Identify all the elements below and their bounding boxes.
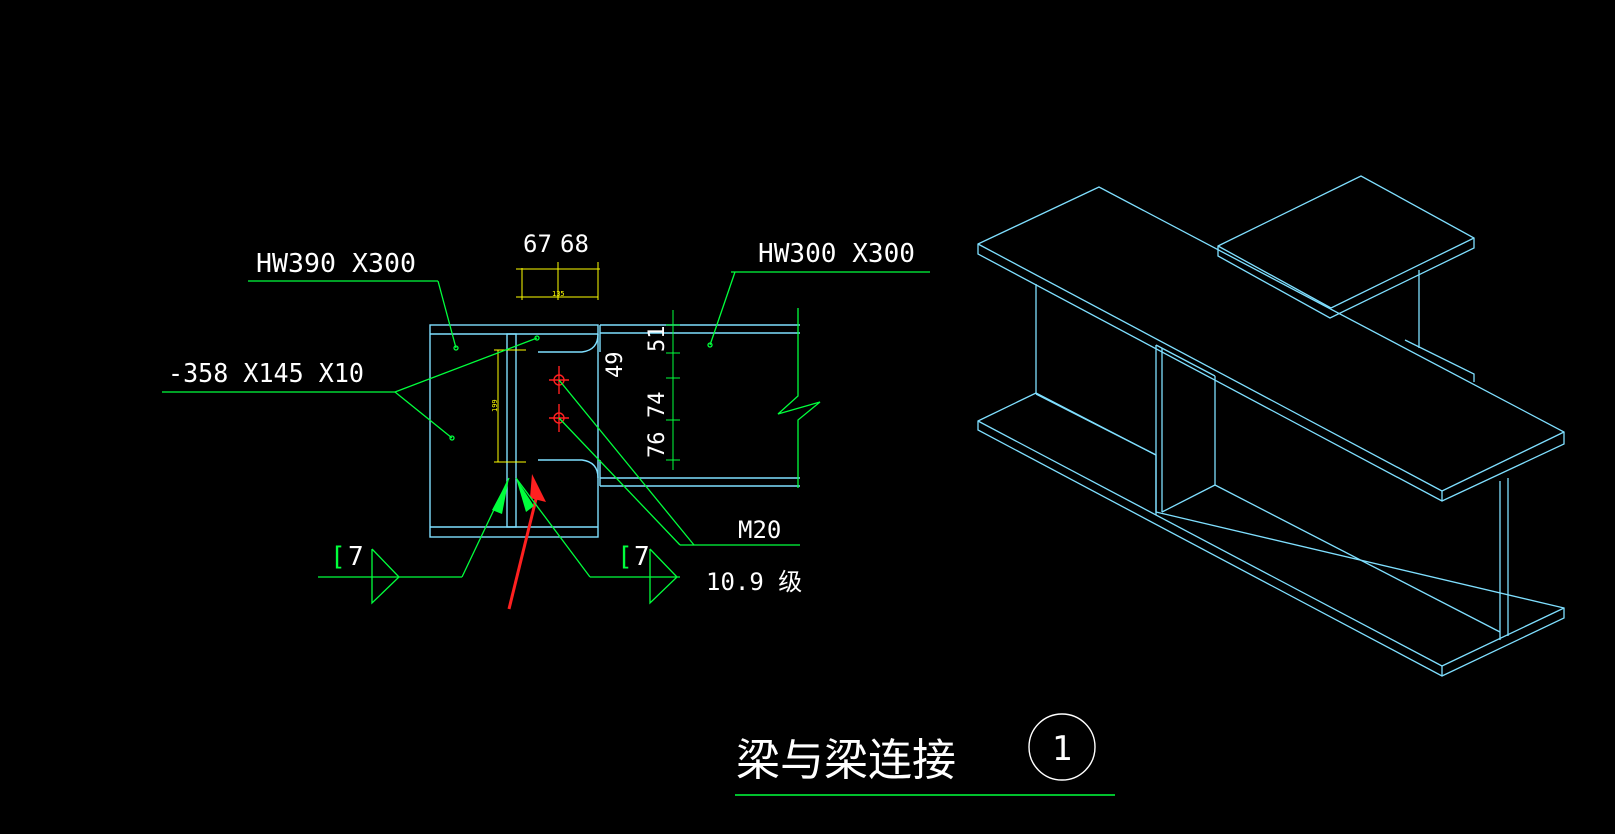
weld-right-bracket: [ — [617, 542, 633, 572]
leader-dot-4 — [707, 342, 713, 348]
drawing-title: 梁与梁连接 — [736, 735, 956, 786]
leader-bolt-1 — [558, 379, 695, 546]
weld-right-arrow — [515, 477, 591, 578]
leader-hw300 — [709, 271, 736, 346]
label-plate: -358 X145 X10 — [168, 359, 364, 389]
dim-68: 68 — [560, 230, 589, 258]
dim-51: 51 — [645, 326, 670, 353]
dim-74: 74 — [645, 392, 670, 419]
weld-right-size: 7 — [634, 542, 650, 572]
detail-number-circle — [1028, 713, 1096, 781]
plate-height-dimension — [494, 349, 526, 463]
weld-left-bracket: [ — [330, 542, 346, 572]
leader-plate-b — [394, 391, 453, 439]
beam-connection-detail: 199 135 67 68 49 51 74 76 — [162, 230, 930, 610]
weld-right-flag — [649, 548, 678, 605]
leader-plate-a — [394, 337, 538, 393]
weld-left-size: 7 — [348, 542, 364, 572]
leader-dot-3 — [449, 435, 455, 441]
top-cope — [538, 333, 599, 353]
bottom-cope — [538, 459, 599, 479]
dim-67: 67 — [523, 230, 552, 258]
label-bolt-size: M20 — [738, 516, 781, 544]
leader-bolt-2 — [558, 417, 681, 546]
label-bolt-grade: 10.9 级 — [706, 568, 802, 596]
main-beam-bottom-flange-3d — [977, 392, 1565, 677]
leader-dot-2 — [534, 335, 540, 341]
label-hw390: HW390 X300 — [256, 249, 416, 279]
top-dimensions — [516, 262, 600, 300]
leader-dot-1 — [453, 345, 459, 351]
red-arrow-annotation — [507, 474, 546, 610]
leader-hw390 — [437, 280, 457, 349]
label-hw300: HW300 X300 — [758, 239, 915, 269]
dim-76: 76 — [645, 432, 670, 459]
main-beam-top-flange-3d — [977, 186, 1565, 502]
dim-total-135: 135 — [552, 290, 565, 298]
dim-49: 49 — [603, 352, 628, 379]
main-beam-section — [429, 324, 599, 538]
title-block: 梁与梁连接 1 — [735, 713, 1115, 796]
leaders — [162, 271, 930, 605]
sec-beam-top-flange-3d — [1217, 175, 1475, 319]
plate-height-value: 199 — [491, 399, 499, 412]
break-line — [777, 308, 821, 488]
detail-number: 1 — [1052, 729, 1072, 769]
main-beam-outline — [429, 324, 599, 538]
secondary-beam-section — [599, 324, 800, 487]
vertical-dimensions — [666, 310, 680, 470]
isometric-view — [977, 175, 1565, 677]
weld-left-flag — [371, 548, 400, 605]
bolts — [549, 366, 569, 432]
stiffener-plate — [506, 333, 517, 528]
